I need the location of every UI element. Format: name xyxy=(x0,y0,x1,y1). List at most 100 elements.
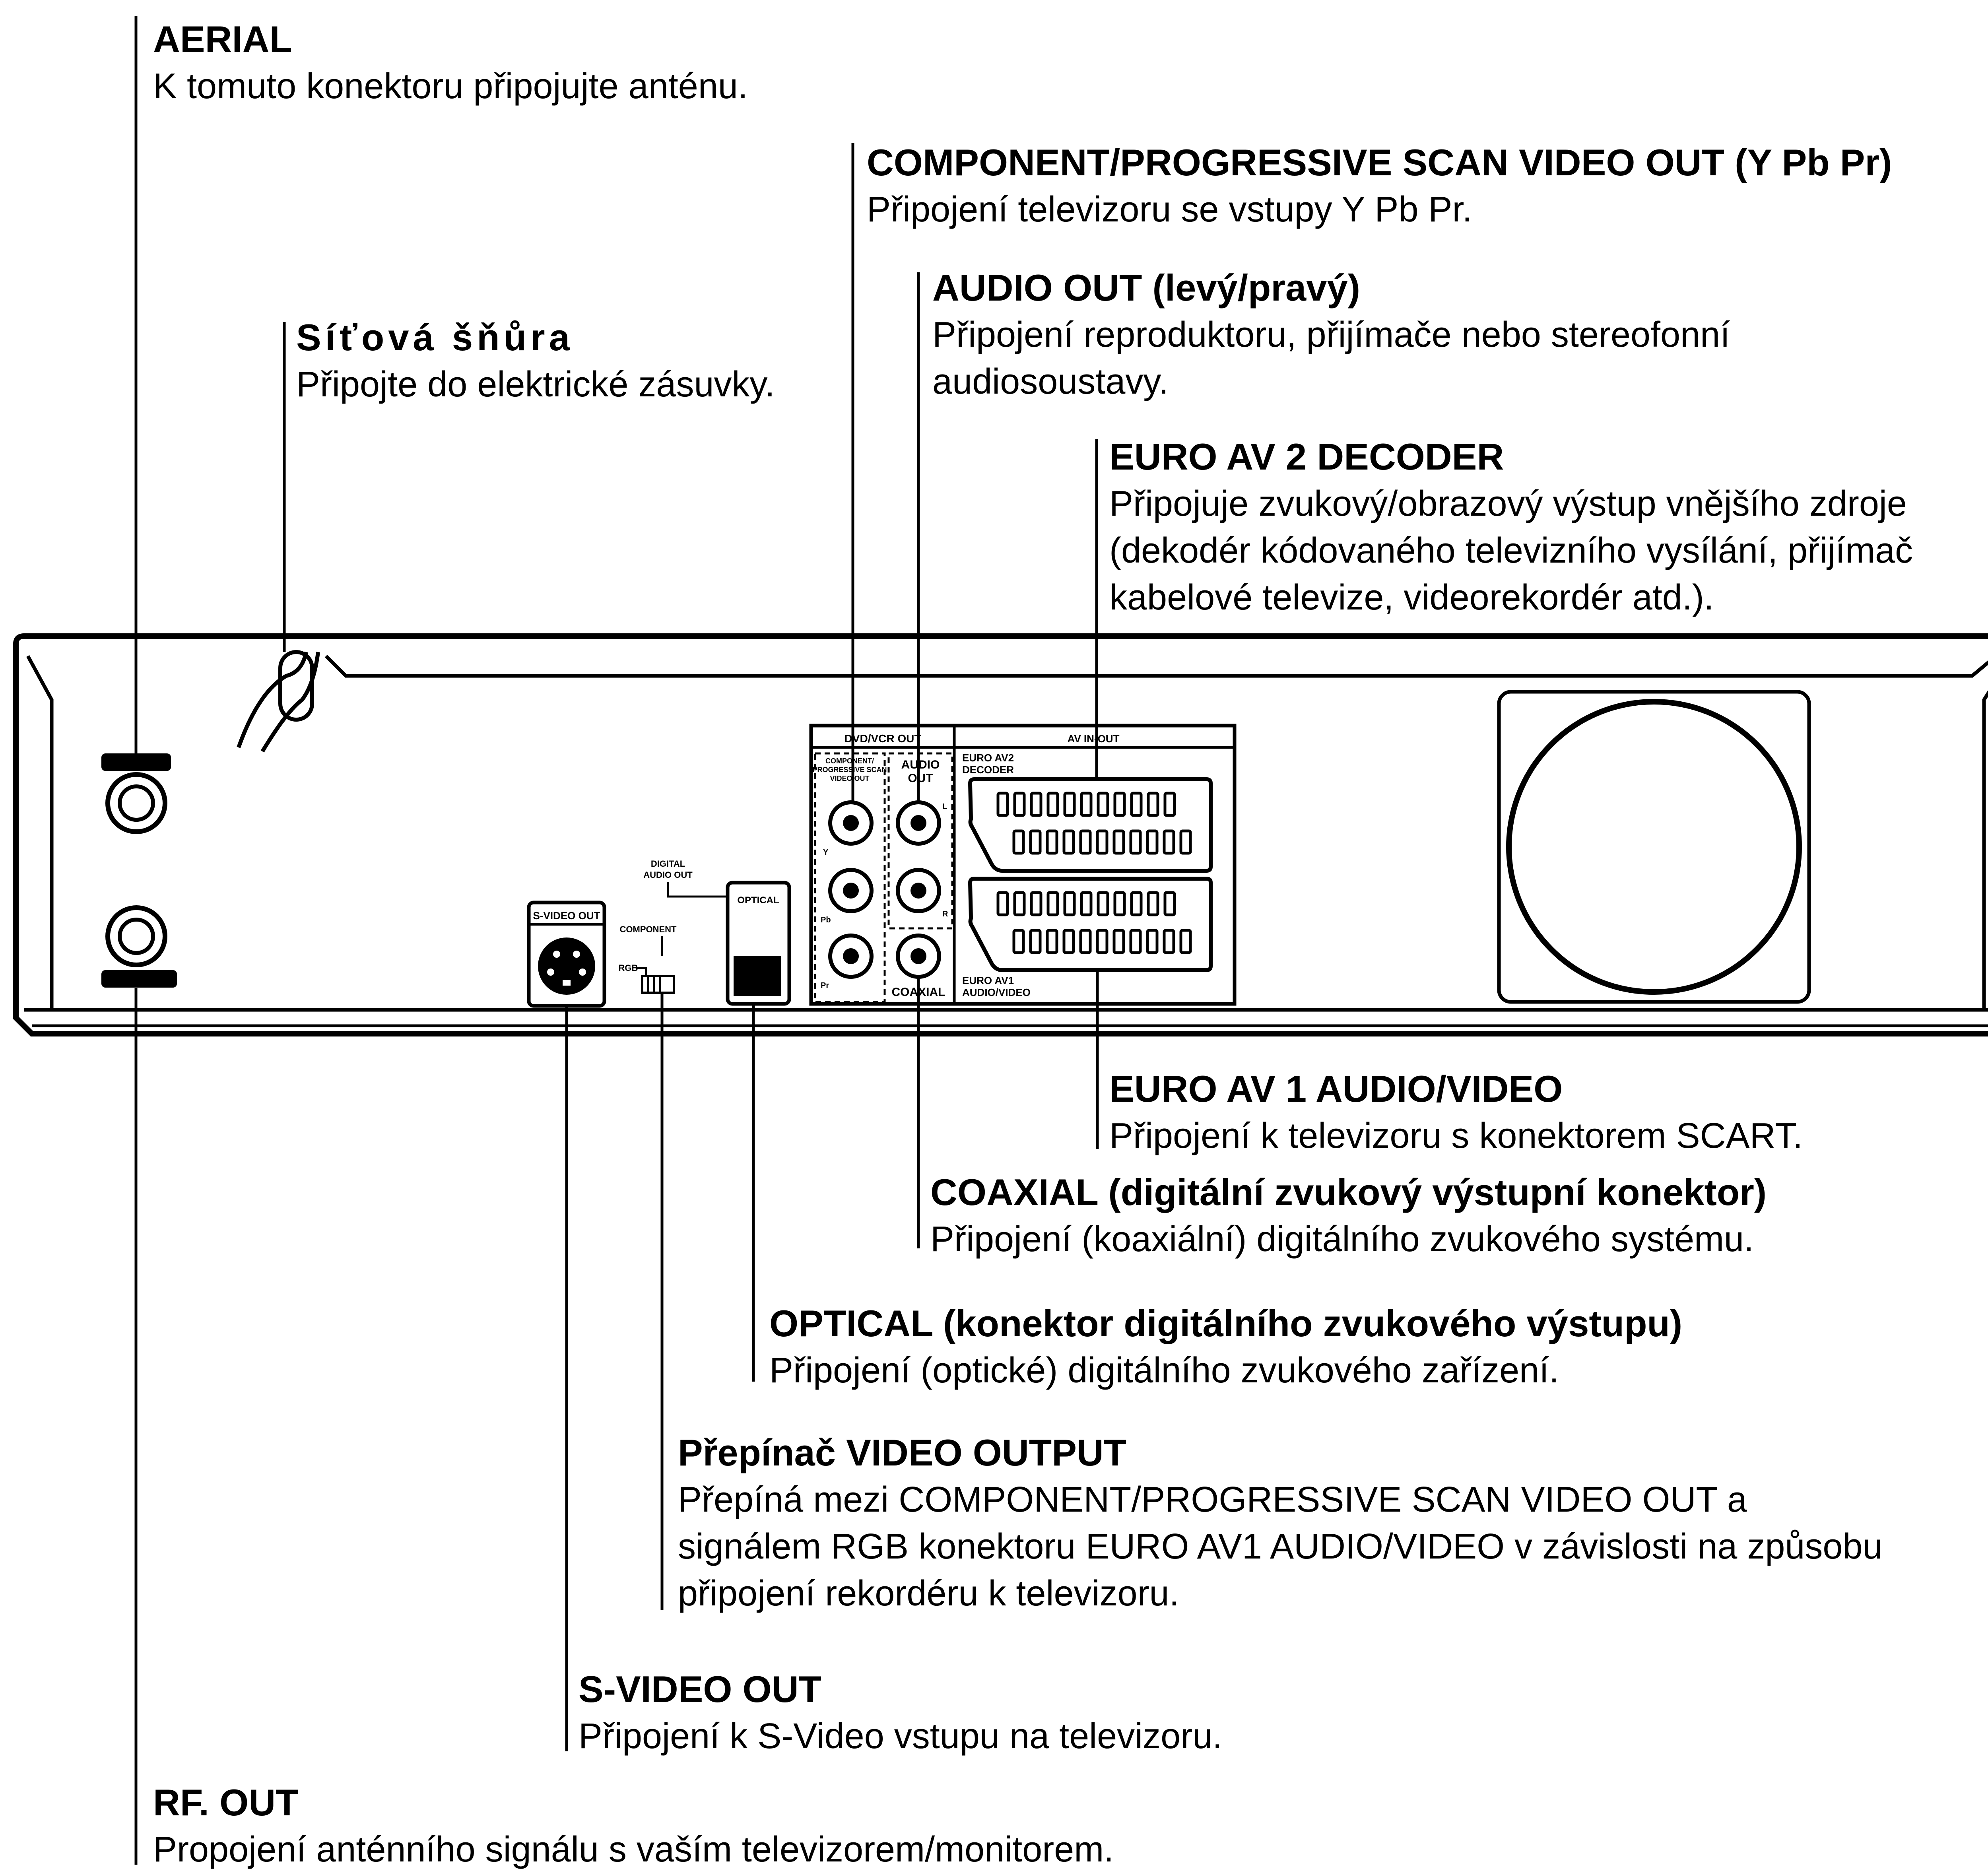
scart-pin xyxy=(1130,891,1143,916)
callout-coaxial-desc: Připojení (koaxiální) digitálního zvukov… xyxy=(930,1219,1754,1259)
callout-audio-out-desc: Připojení reproduktoru, přijímače nebo s… xyxy=(932,315,1730,402)
scart-pin xyxy=(1163,929,1175,954)
dvd-vcr-out-label: DVD/VCR OUT xyxy=(845,732,921,745)
audio-label-2: OUT xyxy=(908,772,933,785)
jack-pb-label: Pb xyxy=(821,916,831,924)
callout-euro-av1: EURO AV 1 AUDIO/VIDEO Připojení k televi… xyxy=(1109,1066,1803,1159)
jack-l-label: L xyxy=(942,802,947,811)
aerial-badge-label: AERIAL xyxy=(114,756,158,769)
callout-coaxial-title: COAXIAL (digitální zvukový výstupní kone… xyxy=(930,1171,1767,1213)
callout-rf-out: RF. OUT Propojení anténního signálu s va… xyxy=(153,1779,1114,1873)
scart-pin xyxy=(1146,929,1159,954)
scart-pins xyxy=(996,792,1192,954)
callout-rf-out-title: RF. OUT xyxy=(153,1782,299,1823)
digital-label-1: DIGITAL xyxy=(651,859,685,869)
scart-pin xyxy=(1163,891,1176,916)
rf-out-jack: RF.OUT xyxy=(101,905,177,988)
scart-pin xyxy=(1029,929,1042,954)
scart-pin xyxy=(1029,829,1042,855)
jack-y-label: Y xyxy=(823,848,829,857)
scart-pin xyxy=(1046,792,1059,817)
scart-pin xyxy=(1146,829,1159,855)
switch-rgb-label: RGB xyxy=(619,963,638,973)
scart-pin xyxy=(1046,829,1058,855)
scart-pin xyxy=(1080,891,1093,916)
s-video-jack: S-VIDEO OUT xyxy=(527,901,606,1008)
callout-video-output-switch: Přepínač VIDEO OUTPUT Přepíná mezi COMPO… xyxy=(678,1429,1883,1617)
callout-optical: OPTICAL (konektor digitálního zvukového … xyxy=(769,1300,1682,1394)
callout-component-desc: Připojení televizoru se vstupy Y Pb Pr. xyxy=(867,190,1472,229)
scart-pin xyxy=(1097,891,1109,916)
scart-pin xyxy=(1179,829,1192,855)
scart-pin xyxy=(996,891,1009,916)
callout-aerial-title: AERIAL xyxy=(153,18,292,60)
scart-pin xyxy=(1113,891,1126,916)
scart-pin xyxy=(1079,829,1092,855)
euro-av1-label-2: AUDIO/VIDEO xyxy=(962,986,1031,998)
scart-pin xyxy=(1096,929,1109,954)
scart-pin xyxy=(1096,829,1109,855)
callout-s-video-out-desc: Připojení k S-Video vstupu na televizoru… xyxy=(579,1716,1223,1756)
scart-pin xyxy=(1112,929,1125,954)
callout-aerial-desc: K tomuto konektoru připojujte anténu. xyxy=(153,66,748,106)
scart-pin xyxy=(1013,792,1026,817)
callout-rf-out-desc: Propojení anténního signálu s vaším tele… xyxy=(153,1830,1114,1869)
scart-pin xyxy=(1147,891,1159,916)
euro-av2-label-1: EURO AV2 xyxy=(962,752,1014,764)
scart-pin xyxy=(1030,792,1043,817)
callout-euro-av1-title: EURO AV 1 AUDIO/VIDEO xyxy=(1109,1068,1563,1110)
jack-pr-label: Pr xyxy=(821,981,829,990)
callout-power-cord: Síťová šňůra Připojte do elektrické zásu… xyxy=(296,314,775,408)
scart-pin xyxy=(1046,929,1058,954)
digital-label-2: AUDIO OUT xyxy=(643,870,693,880)
scart-pin xyxy=(1079,929,1092,954)
component-label-2: PROGRESSIVE SCAN xyxy=(812,766,887,774)
scart-pin xyxy=(1012,829,1025,855)
av-in-out-label: AV IN-OUT xyxy=(1068,733,1120,745)
euro-av2-label-2: DECODER xyxy=(962,764,1014,776)
callout-power-cord-desc: Připojte do elektrické zásuvky. xyxy=(296,365,775,404)
callout-power-cord-title: Síťová šňůra xyxy=(296,316,574,358)
callout-component: COMPONENT/PROGRESSIVE SCAN VIDEO OUT (Y … xyxy=(867,139,1892,233)
scart-pin xyxy=(1163,792,1176,817)
callout-audio-out-title: AUDIO OUT (levý/pravý) xyxy=(932,267,1361,309)
scart-pin xyxy=(1030,891,1043,916)
switch-component-label: COMPONENT xyxy=(620,924,677,934)
scart-pin xyxy=(1163,829,1175,855)
connector-block: DVD/VCR OUT AV IN-OUT COMPONENT/ PROGRES… xyxy=(809,724,1237,1006)
jack-r-label: R xyxy=(942,910,948,918)
callout-video-output-switch-title: Přepínač VIDEO OUTPUT xyxy=(678,1432,1127,1473)
callout-optical-title: OPTICAL (konektor digitálního zvukového … xyxy=(769,1302,1683,1344)
callout-euro-av2: EURO AV 2 DECODER Připojuje zvukový/obra… xyxy=(1109,433,1913,621)
s-video-panel-label: S-VIDEO OUT xyxy=(533,910,600,922)
callout-aerial: AERIAL K tomuto konektoru připojujte ant… xyxy=(153,16,748,110)
callout-s-video-out: S-VIDEO OUT Připojení k S-Video vstupu n… xyxy=(579,1666,1222,1760)
audio-label-1: AUDIO xyxy=(901,758,940,771)
callout-optical-desc: Připojení (optické) digitálního zvukovéh… xyxy=(769,1351,1559,1390)
scart-pin xyxy=(1012,929,1025,954)
optical-jack: OPTICAL xyxy=(726,881,791,1006)
scart-pin xyxy=(1097,792,1109,817)
scart-pin xyxy=(1063,792,1076,817)
leader-lines xyxy=(134,16,1099,1865)
euro-av1-label-1: EURO AV1 xyxy=(962,974,1014,986)
scart-pin xyxy=(1129,929,1142,954)
callout-component-title: COMPONENT/PROGRESSIVE SCAN VIDEO OUT (Y … xyxy=(867,142,1892,183)
callout-coaxial: COAXIAL (digitální zvukový výstupní kone… xyxy=(930,1169,1767,1263)
scart-pin xyxy=(1112,829,1125,855)
scart-pin xyxy=(1113,792,1126,817)
scart-pin xyxy=(996,792,1009,817)
scart-pin xyxy=(1147,792,1159,817)
aerial-jack: AERIAL xyxy=(101,753,171,834)
video-output-switch: DIGITAL AUDIO OUT COMPONENT RGB xyxy=(619,859,728,994)
scart-pin xyxy=(1046,891,1059,916)
scart-pin xyxy=(1062,829,1075,855)
cooling-fan xyxy=(1497,690,1811,1004)
component-label-3: VIDEO OUT xyxy=(830,774,869,782)
scart-pin xyxy=(1179,929,1192,954)
device-body xyxy=(13,633,1988,1036)
optical-panel-label: OPTICAL xyxy=(737,895,779,906)
scart-pin xyxy=(1130,792,1143,817)
